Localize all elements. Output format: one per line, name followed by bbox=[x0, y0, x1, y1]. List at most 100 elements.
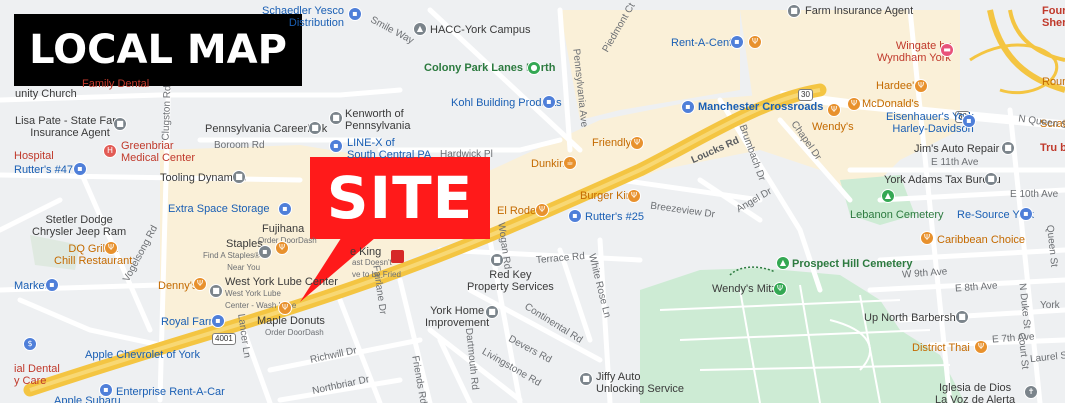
gas-icon[interactable]: ▪ bbox=[211, 314, 225, 328]
place-colony-park[interactable]: Colony Park Lanes North bbox=[424, 62, 556, 74]
place-dq[interactable]: DQ Grill & Chill Restaurant bbox=[54, 243, 133, 267]
briefcase-icon[interactable]: ■ bbox=[787, 4, 801, 18]
building-icon[interactable]: ■ bbox=[984, 172, 998, 186]
place-eisenhauer[interactable]: Eisenhauer's York Harley-Davidson bbox=[886, 111, 974, 135]
bowling-icon[interactable]: ● bbox=[527, 61, 541, 75]
wrench-icon[interactable]: ■ bbox=[1001, 141, 1015, 155]
place-careerlink[interactable]: Pennsylvania CareerLink bbox=[205, 123, 328, 135]
place-hardees[interactable]: Hardee's bbox=[876, 80, 920, 92]
fork-knife-icon[interactable]: Ψ bbox=[630, 136, 644, 150]
place-red-key[interactable]: Red Key Property Services bbox=[467, 269, 554, 293]
hospital-icon[interactable]: H bbox=[103, 144, 117, 158]
place-apple-subaru[interactable]: Apple Subaru bbox=[54, 395, 121, 403]
building-icon[interactable]: ■ bbox=[232, 170, 246, 184]
car-icon[interactable]: ■ bbox=[209, 284, 223, 298]
place-scrat[interactable]: Scrat bbox=[1040, 118, 1065, 130]
fork-knife-icon[interactable]: Ψ bbox=[278, 301, 292, 315]
place-manchester[interactable]: Manchester Crossroads bbox=[698, 101, 824, 113]
place-lisa-pate[interactable]: Lisa Pate - State Farm Insurance Agent bbox=[15, 115, 126, 139]
fork-knife-icon[interactable]: Ψ bbox=[627, 189, 641, 203]
place-tru[interactable]: Tru b bbox=[1040, 142, 1065, 154]
place-hospital[interactable]: Hospital bbox=[14, 150, 54, 162]
place-friendlys[interactable]: Friendly's bbox=[592, 137, 639, 149]
fork-knife-icon[interactable]: Ψ bbox=[193, 277, 207, 291]
bed-icon[interactable]: ▬ bbox=[940, 43, 954, 57]
place-fujihana[interactable]: Fujihana bbox=[262, 223, 305, 235]
fork-knife-icon[interactable]: Ψ bbox=[920, 231, 934, 245]
place-prospect-hill[interactable]: Prospect Hill Cemetery bbox=[792, 258, 913, 270]
place-mcdonalds[interactable]: McDonald's bbox=[862, 98, 920, 110]
ad-icon[interactable]: ▪ bbox=[258, 245, 272, 259]
place-apple-chevrolet[interactable]: Apple Chevrolet of York bbox=[85, 349, 200, 361]
shopping-bag-icon[interactable]: ▪ bbox=[681, 100, 695, 114]
fork-knife-icon[interactable]: Ψ bbox=[748, 35, 762, 49]
place-staples[interactable]: Staples bbox=[226, 238, 263, 250]
fork-knife-icon[interactable]: Ψ bbox=[275, 241, 289, 255]
place-dennys[interactable]: Denny's bbox=[158, 280, 198, 292]
place-four-sheraton[interactable]: Four Shera bbox=[1042, 5, 1065, 29]
coffee-icon[interactable]: ☕ bbox=[563, 156, 577, 170]
place-enterprise[interactable]: Enterprise Rent-A-Car bbox=[116, 386, 225, 398]
church-icon[interactable]: ✝ bbox=[1024, 385, 1038, 399]
place-roun[interactable]: Roun bbox=[1042, 76, 1065, 88]
place-kenworth[interactable]: Kenworth of Pennsylvania bbox=[345, 108, 411, 132]
place-west-york-lube[interactable]: West York Lube Center bbox=[225, 276, 338, 288]
place-royal-farms[interactable]: Royal Farms bbox=[161, 316, 224, 328]
place-jiffy[interactable]: Jiffy Auto Unlocking Service bbox=[596, 371, 685, 395]
shopping-bag-icon[interactable]: ▪ bbox=[542, 95, 556, 109]
place-farm-insurance-top[interactable]: Farm Insurance Agent bbox=[805, 5, 914, 17]
storage-icon[interactable]: ▪ bbox=[278, 202, 292, 216]
place-kohl[interactable]: Kohl Building Products bbox=[451, 97, 562, 109]
building-icon[interactable]: ■ bbox=[308, 121, 322, 135]
place-maple-donuts[interactable]: Maple Donuts bbox=[257, 315, 325, 327]
place-district-thai[interactable]: District Thai bbox=[912, 342, 970, 354]
place-unity-church[interactable]: unity Church bbox=[15, 88, 77, 100]
place-tooling[interactable]: Tooling Dynamics bbox=[160, 172, 247, 184]
school-icon[interactable]: ▲ bbox=[413, 22, 427, 36]
place-burger-king-2[interactable]: e King bbox=[350, 246, 382, 258]
fork-knife-icon[interactable]: Ψ bbox=[914, 79, 928, 93]
key-icon[interactable]: ■ bbox=[579, 372, 593, 386]
place-york-adams-tax[interactable]: York Adams Tax Bureau bbox=[884, 174, 1001, 186]
shopping-bag-icon[interactable]: ▪ bbox=[730, 35, 744, 49]
place-rent-a-center[interactable]: Rent-A-Center bbox=[671, 37, 742, 49]
site-marker-icon[interactable] bbox=[391, 250, 404, 263]
scissors-icon[interactable]: ■ bbox=[955, 310, 969, 324]
gas-icon[interactable]: ▪ bbox=[568, 209, 582, 223]
place-line-x[interactable]: LINE-X of South Central PA bbox=[347, 137, 432, 161]
fork-knife-icon[interactable]: Ψ bbox=[847, 97, 861, 111]
place-jims-auto[interactable]: Jim's Auto Repair bbox=[914, 143, 1000, 155]
fork-knife-icon[interactable]: Ψ bbox=[974, 340, 988, 354]
place-rutters-25[interactable]: Rutter's #25 bbox=[585, 211, 644, 223]
place-schaedler[interactable]: Schaedler Yesco Distribution bbox=[262, 5, 344, 29]
fork-knife-icon[interactable]: Ψ bbox=[104, 241, 118, 255]
tree-icon[interactable]: ▲ bbox=[881, 189, 895, 203]
shopping-bag-icon[interactable]: ▪ bbox=[45, 278, 59, 292]
place-lebanon-cemetery[interactable]: Lebanon Cemetery bbox=[850, 209, 944, 221]
fork-knife-icon[interactable]: Ψ bbox=[773, 282, 787, 296]
place-family-dental[interactable]: Family Dental bbox=[82, 78, 150, 90]
shopping-bag-icon[interactable]: ▪ bbox=[962, 114, 976, 128]
place-extra-space[interactable]: Extra Space Storage bbox=[168, 203, 270, 215]
place-dunkin[interactable]: Dunkin' bbox=[531, 158, 568, 170]
place-markets[interactable]: Markets bbox=[14, 280, 54, 292]
place-burger-king[interactable]: Burger King bbox=[580, 190, 639, 202]
car-icon[interactable]: ▪ bbox=[99, 383, 113, 397]
building-icon[interactable]: ■ bbox=[485, 305, 499, 319]
truck-icon[interactable]: ■ bbox=[329, 111, 343, 125]
place-rutters-47[interactable]: Rutter's #47 bbox=[14, 164, 73, 176]
place-greenbriar[interactable]: Greenbriar Medical Center bbox=[121, 140, 195, 164]
place-wendys-mitzel[interactable]: Wendy's Mitzel bbox=[712, 283, 786, 295]
shopping-bag-icon[interactable]: ▪ bbox=[348, 7, 362, 21]
place-up-north[interactable]: Up North Barbershop bbox=[864, 312, 968, 324]
building-icon[interactable]: ■ bbox=[490, 253, 504, 267]
gas-icon[interactable]: ▪ bbox=[73, 162, 87, 176]
place-re-source-york[interactable]: Re-Source York bbox=[957, 209, 1035, 221]
place-wendys-top[interactable]: Wendy's bbox=[812, 121, 854, 133]
place-iglesia[interactable]: Iglesia de Dios La Voz de Alerta bbox=[935, 382, 1016, 403]
place-ial-care[interactable]: ial Dental y Care bbox=[14, 363, 60, 387]
car-icon[interactable]: $ bbox=[23, 337, 37, 351]
tree-icon[interactable]: ▲ bbox=[776, 256, 790, 270]
place-el-rodeo[interactable]: El Rodeo bbox=[497, 205, 543, 217]
